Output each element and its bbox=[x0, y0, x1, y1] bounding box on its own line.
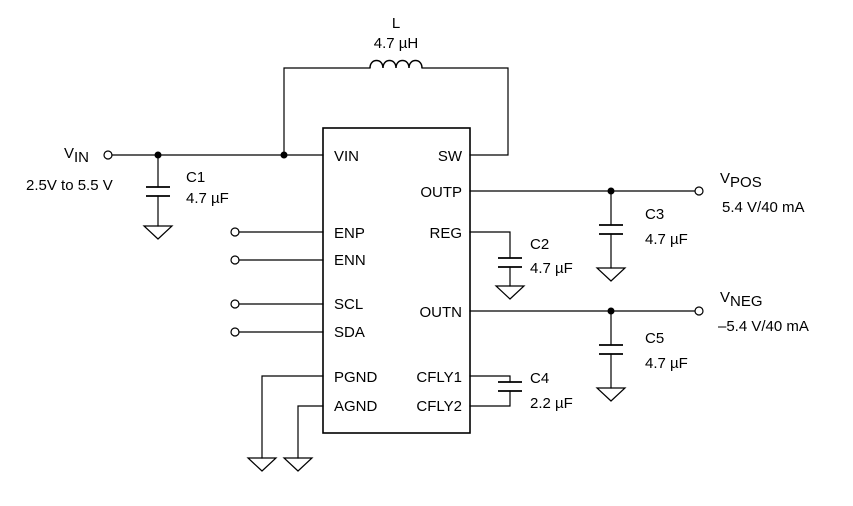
c1-value: 4.7 µF bbox=[186, 190, 229, 207]
c2-ref: C2 bbox=[530, 236, 549, 253]
pin-label-scl: SCL bbox=[334, 296, 363, 313]
pin-label-reg: REG bbox=[429, 225, 462, 242]
inductor-icon bbox=[369, 59, 423, 69]
vin-label: VIN bbox=[64, 145, 89, 166]
pin-label-enn: ENN bbox=[334, 252, 366, 269]
c3-ref: C3 bbox=[645, 206, 664, 223]
pgnd-ground-icon bbox=[246, 457, 278, 472]
vpos-label: VPOS bbox=[720, 170, 762, 191]
ic-body bbox=[322, 127, 471, 434]
c1-ground-icon bbox=[142, 225, 174, 240]
c2-value: 4.7 µF bbox=[530, 260, 573, 277]
c4-value: 2.2 µF bbox=[530, 395, 573, 412]
c3-value: 4.7 µF bbox=[645, 231, 688, 248]
scl-terminal bbox=[230, 299, 240, 309]
c5-ground-icon bbox=[595, 387, 627, 402]
pin-label-enp: ENP bbox=[334, 225, 365, 242]
pin-label-outn: OUTN bbox=[420, 304, 463, 321]
agnd-wire bbox=[297, 405, 324, 459]
inductor-wire-left bbox=[283, 67, 371, 156]
reg-wire bbox=[469, 231, 511, 259]
c5-ref: C5 bbox=[645, 330, 664, 347]
pin-label-outp: OUTP bbox=[420, 184, 462, 201]
cfly2-wire bbox=[469, 390, 511, 407]
pgnd-wire bbox=[261, 375, 324, 459]
enn-terminal bbox=[230, 255, 240, 265]
pin-label-vin: VIN bbox=[334, 148, 359, 165]
enp-terminal bbox=[230, 227, 240, 237]
c4-ref: C4 bbox=[530, 370, 549, 387]
c5-value: 4.7 µF bbox=[645, 355, 688, 372]
c1-ref: C1 bbox=[186, 169, 205, 186]
c3-ground-icon bbox=[595, 267, 627, 282]
pin-label-agnd: AGND bbox=[334, 398, 378, 415]
sda-terminal bbox=[230, 327, 240, 337]
c2-ground-icon bbox=[494, 285, 526, 300]
inductor-wire-right bbox=[421, 67, 509, 156]
inductor-ref: L bbox=[392, 15, 400, 32]
inductor-value: 4.7 µH bbox=[374, 35, 419, 52]
vpos-spec-label: 5.4 V/40 mA bbox=[722, 199, 805, 216]
vin-range-label: 2.5V to 5.5 V bbox=[26, 177, 113, 194]
vneg-spec-label: –5.4 V/40 mA bbox=[718, 318, 809, 335]
pin-label-sda: SDA bbox=[334, 324, 365, 341]
vneg-terminal bbox=[694, 306, 704, 316]
cfly1-wire bbox=[469, 375, 511, 383]
pin-label-cfly1: CFLY1 bbox=[416, 369, 462, 386]
pin-label-cfly2: CFLY2 bbox=[416, 398, 462, 415]
vpos-terminal bbox=[694, 186, 704, 196]
vin-terminal bbox=[103, 150, 113, 160]
pin-label-pgnd: PGND bbox=[334, 369, 378, 386]
agnd-ground-icon bbox=[282, 457, 314, 472]
vneg-label: VNEG bbox=[720, 289, 763, 310]
pin-label-sw: SW bbox=[438, 148, 463, 165]
